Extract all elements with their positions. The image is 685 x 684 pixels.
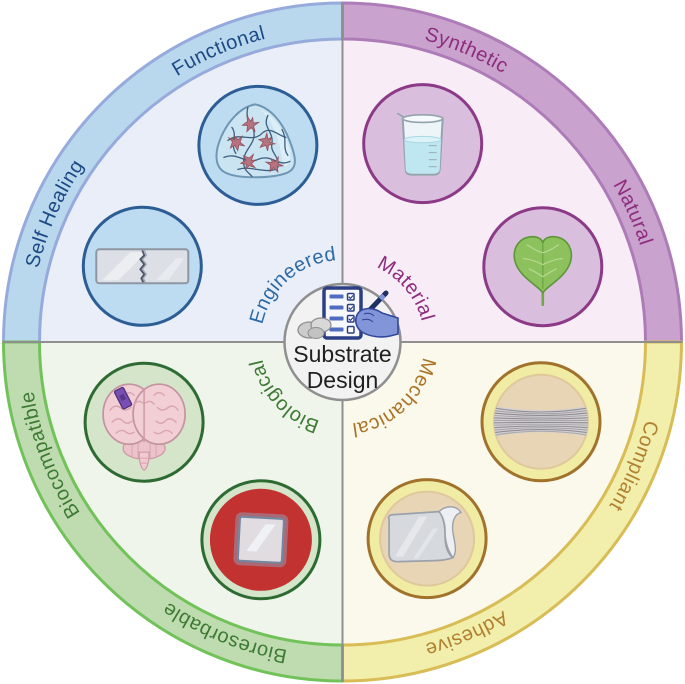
item-brain-implant	[83, 361, 205, 483]
leaf-icon	[513, 235, 573, 307]
neural-implant-chip	[113, 386, 133, 410]
checklist-clipboard-hand-pen-rocks-icon	[297, 286, 399, 340]
hand-icon	[355, 307, 399, 338]
center-title-line2: Design	[307, 367, 379, 393]
item-bioresorbable-patch	[200, 479, 322, 601]
self-healing-film-icon	[95, 248, 190, 285]
hydrogel-cell-scaffold-icon	[215, 103, 296, 179]
item-hydrogel-scaffold	[197, 84, 319, 206]
brain-implant-icon	[102, 383, 186, 471]
rocks-icon	[297, 317, 332, 339]
item-stretched-fibers	[480, 361, 602, 483]
item-beaker	[362, 83, 484, 205]
stretched-fibers-icon	[494, 405, 588, 437]
beaker-icon	[396, 112, 444, 176]
item-self-healing-film	[81, 205, 203, 327]
item-adhesive-film	[366, 478, 488, 600]
adhesive-film-icon	[387, 506, 462, 563]
center-hub: Substrate Design	[283, 282, 402, 402]
center-title-line1: Substrate	[293, 341, 391, 367]
item-leaf	[482, 206, 604, 328]
bioresorbable-patch-icon	[209, 488, 312, 591]
